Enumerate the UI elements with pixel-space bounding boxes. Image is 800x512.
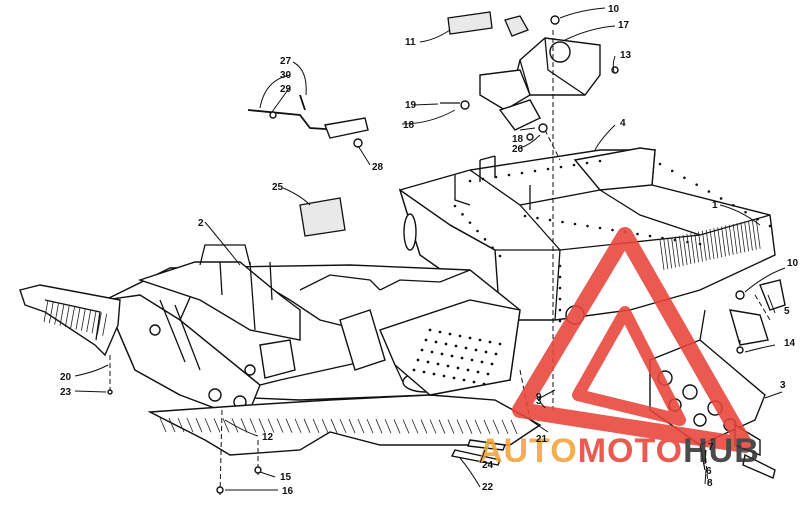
callout-18: 18	[512, 134, 524, 145]
callout-9: 9	[536, 392, 542, 403]
belly-pan	[147, 394, 542, 456]
callout-18: 18	[403, 120, 415, 131]
callout-3: 3	[536, 396, 542, 407]
callout-1: 1	[712, 200, 718, 211]
callout-21: 21	[536, 434, 548, 445]
watermark-auto: AUTO	[478, 432, 578, 470]
front-suspension-frame	[103, 244, 521, 411]
callout-2: 2	[198, 218, 204, 229]
watermark-hub: HUB	[683, 432, 760, 470]
callout-13: 13	[620, 50, 632, 61]
callout-labels: 1233456789101011121314151617181819202122…	[60, 4, 799, 497]
callout-29: 29	[280, 84, 292, 95]
callout-11: 11	[405, 37, 416, 48]
tunnel-frame	[398, 147, 776, 325]
callout-16: 16	[282, 486, 294, 497]
hardware	[107, 15, 745, 494]
part-25-plate	[299, 197, 346, 237]
callout-19: 19	[405, 100, 417, 111]
part-24	[467, 439, 506, 451]
callout-15: 15	[280, 472, 292, 483]
callout-10: 10	[787, 258, 799, 269]
watermark-moto: MOTO	[578, 432, 683, 470]
callout-26: 26	[512, 144, 524, 155]
callout-25: 25	[272, 182, 284, 193]
callout-24: 24	[482, 460, 494, 471]
part-22	[450, 449, 501, 466]
callout-4: 4	[620, 118, 626, 129]
callout-20: 20	[60, 372, 72, 383]
callout-5: 5	[784, 306, 790, 317]
callout-3: 3	[780, 380, 786, 391]
part-20-bracket	[19, 284, 121, 357]
callout-28: 28	[372, 162, 384, 173]
callout-8: 8	[707, 478, 713, 489]
watermark-text: AUTOMOTOHUB	[478, 432, 760, 470]
callout-10: 10	[608, 4, 620, 15]
callout-27: 27	[280, 56, 292, 67]
steering-bracket	[447, 11, 601, 131]
callout-22: 22	[482, 482, 494, 493]
callout-30: 30	[280, 70, 292, 81]
callout-14: 14	[784, 338, 796, 349]
watermark-logo: AUTOMOTOHUB	[478, 227, 760, 470]
callout-17: 17	[618, 20, 630, 31]
callout-6: 6	[706, 466, 712, 477]
steering-linkage	[247, 94, 369, 148]
callout-23: 23	[60, 387, 72, 398]
callout-12: 12	[262, 432, 274, 443]
callout-7: 7	[708, 442, 714, 453]
